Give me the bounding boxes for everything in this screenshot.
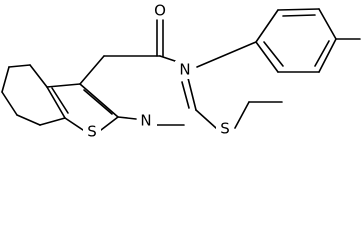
bond-c7-6 — [39, 117, 66, 126]
bond-py-4b — [181, 81, 190, 109]
bond-py-1 — [79, 55, 105, 85]
bond-se-1 — [195, 109, 217, 129]
bond-ar-2b — [282, 14, 316, 17]
bonds — [1, 8, 361, 131]
bond-ar-1 — [255, 9, 279, 43]
bond-th-5b — [83, 89, 113, 115]
oxygen-label: O — [154, 2, 166, 20]
bond-c7-1 — [29, 64, 48, 88]
bond-th-1 — [46, 86, 66, 119]
bond-py-6 — [117, 116, 137, 120]
atom-labels: O N N S S — [83, 2, 234, 141]
bond-ar-6 — [255, 41, 279, 73]
bond-ar-4b — [314, 40, 330, 67]
bond-se-2 — [234, 101, 250, 129]
nitrogen-label: N — [179, 61, 190, 79]
nitrogen-lower-label: N — [140, 112, 151, 130]
sulfur-thiophene-label: S — [87, 123, 97, 141]
bond-c7-5 — [16, 114, 41, 126]
bond-ar-4 — [318, 38, 337, 73]
structure-canvas: O N N S S — [1, 2, 361, 141]
bond-py-3 — [159, 55, 176, 62]
bond-c7-3 — [1, 66, 10, 93]
sulfur-thioether-label: S — [220, 120, 230, 138]
bond-c7-2 — [8, 64, 31, 68]
bond-th-1b — [51, 87, 69, 114]
molecule-drawing: O N N S S — [1, 2, 361, 141]
bond-py-4 — [187, 77, 197, 111]
bond-c7-4 — [1, 91, 18, 116]
bond-th-2 — [46, 83, 81, 88]
bond-ar-2 — [277, 8, 320, 11]
bond-th-4 — [100, 116, 119, 131]
bond-ar-0 — [196, 41, 257, 68]
bond-ar-3 — [318, 8, 337, 40]
bond-th-3 — [64, 117, 84, 131]
bond-th-5 — [79, 83, 119, 118]
bond-ar-6b — [263, 41, 284, 67]
